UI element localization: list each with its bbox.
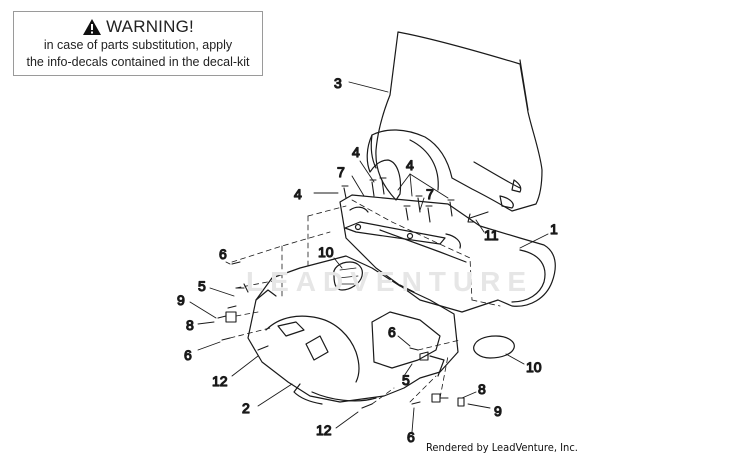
credit-text: Rendered by LeadVenture, Inc.: [426, 441, 578, 454]
callout-7: 7: [337, 164, 345, 180]
callout-4: 4: [352, 144, 360, 160]
warning-triangle-icon: [83, 19, 102, 35]
watermark: LEADVENTURE: [246, 266, 534, 297]
fasteners[interactable]: [217, 177, 489, 409]
callout-8: 8: [478, 381, 486, 397]
callout-9: 9: [177, 292, 185, 308]
callout-1: 1: [550, 221, 558, 237]
callout-11: 11: [484, 227, 499, 243]
callout-4: 4: [406, 157, 414, 173]
assembly-guides: [229, 199, 501, 405]
callout-10: 10: [526, 359, 542, 375]
leader-lines: [189, 81, 549, 433]
callout-3: 3: [334, 75, 342, 91]
callout-5: 5: [198, 278, 206, 294]
callout-4: 4: [294, 186, 302, 202]
part-windshield[interactable]: [366, 31, 543, 212]
part-front-shield[interactable]: [247, 255, 459, 405]
callout-6: 6: [388, 324, 396, 340]
callout-12: 12: [316, 422, 332, 438]
warning-line-2: the info-decals contained in the decal-k…: [26, 55, 250, 69]
callout-9: 9: [494, 403, 502, 419]
warning-title: WARNING!: [106, 17, 194, 36]
callout-7: 7: [426, 186, 434, 202]
part-left-reflector[interactable]: [333, 261, 363, 291]
callout-numbers: 1 2 3 4 4 4 5 5 6 6 6 6 7 7 8 8 9 9 10 1…: [176, 74, 558, 445]
callout-6: 6: [219, 246, 227, 262]
warning-line-1: in case of parts substitution, apply: [43, 38, 233, 52]
callout-6: 6: [407, 429, 415, 445]
callout-12: 12: [212, 373, 228, 389]
callout-5: 5: [402, 372, 410, 388]
warning-box: WARNING! in case of parts substitution, …: [13, 11, 263, 76]
part-cover-panel[interactable]: [339, 194, 556, 313]
warning-title-row: WARNING!: [14, 17, 262, 37]
callout-8: 8: [186, 317, 194, 333]
callout-2: 2: [242, 400, 250, 416]
part-mounting-strip[interactable]: [344, 206, 446, 245]
callout-10: 10: [318, 244, 334, 260]
callout-6: 6: [184, 347, 192, 363]
part-right-reflector[interactable]: [473, 335, 515, 359]
